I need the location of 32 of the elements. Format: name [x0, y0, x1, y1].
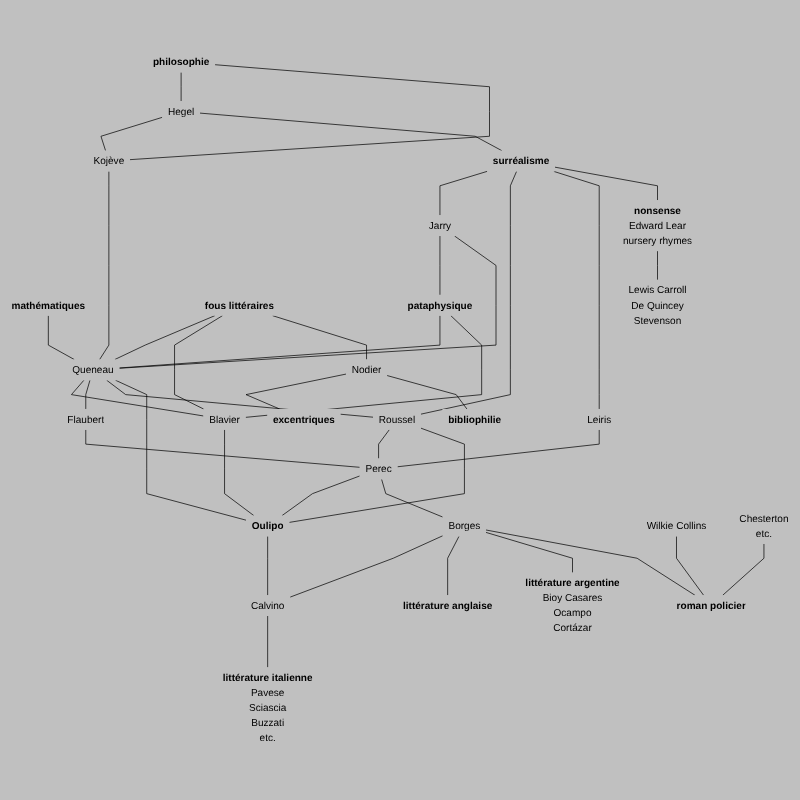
connector — [553, 171, 600, 410]
connector — [288, 427, 465, 523]
connector — [85, 379, 91, 410]
connector — [657, 250, 658, 281]
connector — [439, 171, 488, 216]
connector — [485, 532, 573, 573]
connector — [114, 315, 216, 360]
connector — [119, 235, 497, 369]
connector — [99, 171, 110, 360]
connector — [378, 429, 390, 459]
connector — [245, 373, 347, 410]
connector — [85, 429, 361, 468]
connector — [676, 536, 704, 596]
connector — [129, 64, 490, 160]
connector — [722, 543, 765, 596]
connector — [485, 529, 696, 596]
connector — [174, 315, 223, 410]
connector — [199, 112, 503, 151]
connector — [386, 375, 468, 410]
connector — [281, 475, 361, 516]
connector — [397, 429, 600, 468]
connector — [267, 536, 268, 596]
connector — [119, 315, 441, 369]
connector — [267, 615, 268, 668]
connector — [554, 166, 658, 201]
connector — [100, 117, 163, 151]
connector — [71, 379, 204, 417]
connector — [272, 315, 367, 360]
connector — [447, 536, 460, 596]
connector — [289, 535, 444, 598]
connector — [381, 478, 444, 518]
connector — [224, 429, 255, 516]
